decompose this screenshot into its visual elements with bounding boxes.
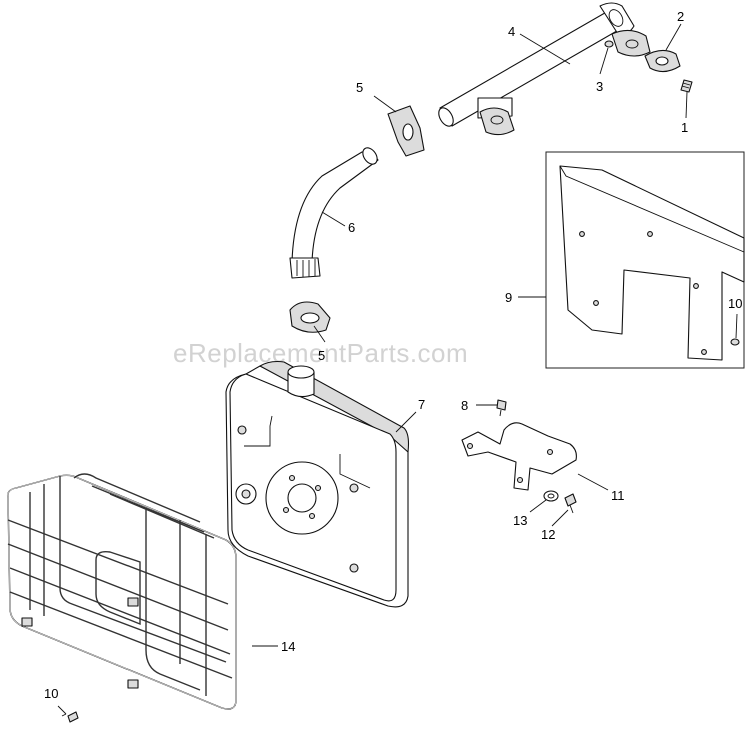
part-2-gasket: [644, 49, 681, 73]
part-6-elbow-pipe: [289, 147, 379, 279]
part-11-bracket: [461, 422, 577, 491]
part-10-screw-left: [61, 711, 79, 723]
callout-8: 8: [461, 398, 468, 413]
part-4-exhaust-pipe: [438, 2, 651, 136]
part-14-wire-guard: [6, 473, 237, 710]
callout-2: 2: [677, 9, 684, 24]
callout-5-upper: 5: [356, 80, 363, 95]
part-12-bolt: [564, 493, 577, 514]
callout-7: 7: [418, 397, 425, 412]
callout-11: 11: [611, 488, 625, 503]
callout-13: 13: [513, 513, 527, 528]
callout-numbers: 1 2 3 4 5 5 6 7 8 9 10 10 11 12 13 14: [44, 9, 742, 701]
watermark-text: eReplacementParts.com: [173, 338, 468, 368]
leader-lines: [57, 23, 738, 715]
part-13-washer: [543, 490, 559, 502]
callout-4: 4: [508, 24, 515, 39]
callout-9: 9: [505, 290, 512, 305]
part-9-heat-shield-frame: [545, 151, 745, 369]
callout-10-left: 10: [44, 686, 58, 701]
callout-6: 6: [348, 220, 355, 235]
part-8-screw: [496, 399, 507, 417]
part-3-nut: [604, 40, 614, 48]
callout-10-right: 10: [728, 296, 742, 311]
part-5-upper-gasket: [387, 105, 425, 157]
callout-14: 14: [281, 639, 295, 654]
callout-5-lower: 5: [318, 348, 325, 363]
callout-3: 3: [596, 79, 603, 94]
part-1-stud: [680, 79, 693, 93]
callout-12: 12: [541, 527, 555, 542]
part-10-screw-right: [730, 338, 740, 346]
part-7-muffler: [225, 360, 410, 608]
callout-1: 1: [681, 120, 688, 135]
part-5-lower-gasket: [289, 301, 331, 333]
